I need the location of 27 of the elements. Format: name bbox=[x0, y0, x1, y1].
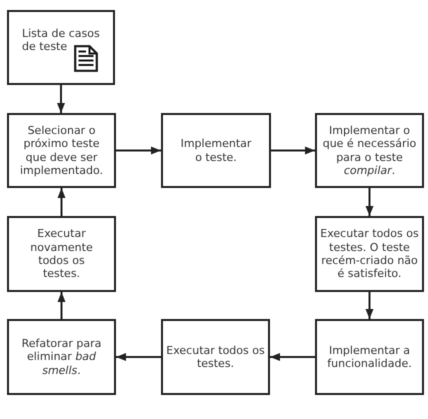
arrow bbox=[116, 353, 161, 361]
arrow bbox=[57, 85, 65, 113]
process-box bbox=[315, 113, 424, 188]
step-text: Implementar o que é necessário para o teste compilar. bbox=[322, 124, 418, 178]
process-box bbox=[315, 319, 424, 395]
process-box bbox=[7, 10, 115, 85]
process-box bbox=[315, 216, 424, 292]
arrow bbox=[366, 188, 374, 216]
step-text: Implementar o teste. bbox=[180, 137, 252, 164]
process-box bbox=[161, 113, 271, 188]
process-box bbox=[7, 319, 116, 395]
process-box bbox=[161, 319, 270, 395]
step-text: Selecionar o próximo teste que deve ser implementado. bbox=[18, 124, 104, 178]
arrow bbox=[116, 146, 161, 154]
step-text: Executar todos os testes. bbox=[165, 344, 266, 370]
step-text: Executar todos os testes. O teste recém-criado não é satisfeito. bbox=[319, 227, 420, 281]
arrow bbox=[58, 188, 66, 216]
process-box bbox=[7, 113, 116, 188]
arrow bbox=[271, 146, 315, 154]
arrow bbox=[270, 353, 315, 361]
step-text: Implementar a funcionalidade. bbox=[326, 344, 413, 370]
step-text: Executar novamente todos os testes. bbox=[29, 227, 94, 281]
process-box bbox=[7, 216, 116, 292]
arrow bbox=[366, 292, 374, 319]
arrow bbox=[58, 292, 66, 319]
step-text: Lista de casos de teste bbox=[22, 27, 101, 54]
step-text: Refatorar para eliminar bad smells. bbox=[20, 336, 102, 378]
